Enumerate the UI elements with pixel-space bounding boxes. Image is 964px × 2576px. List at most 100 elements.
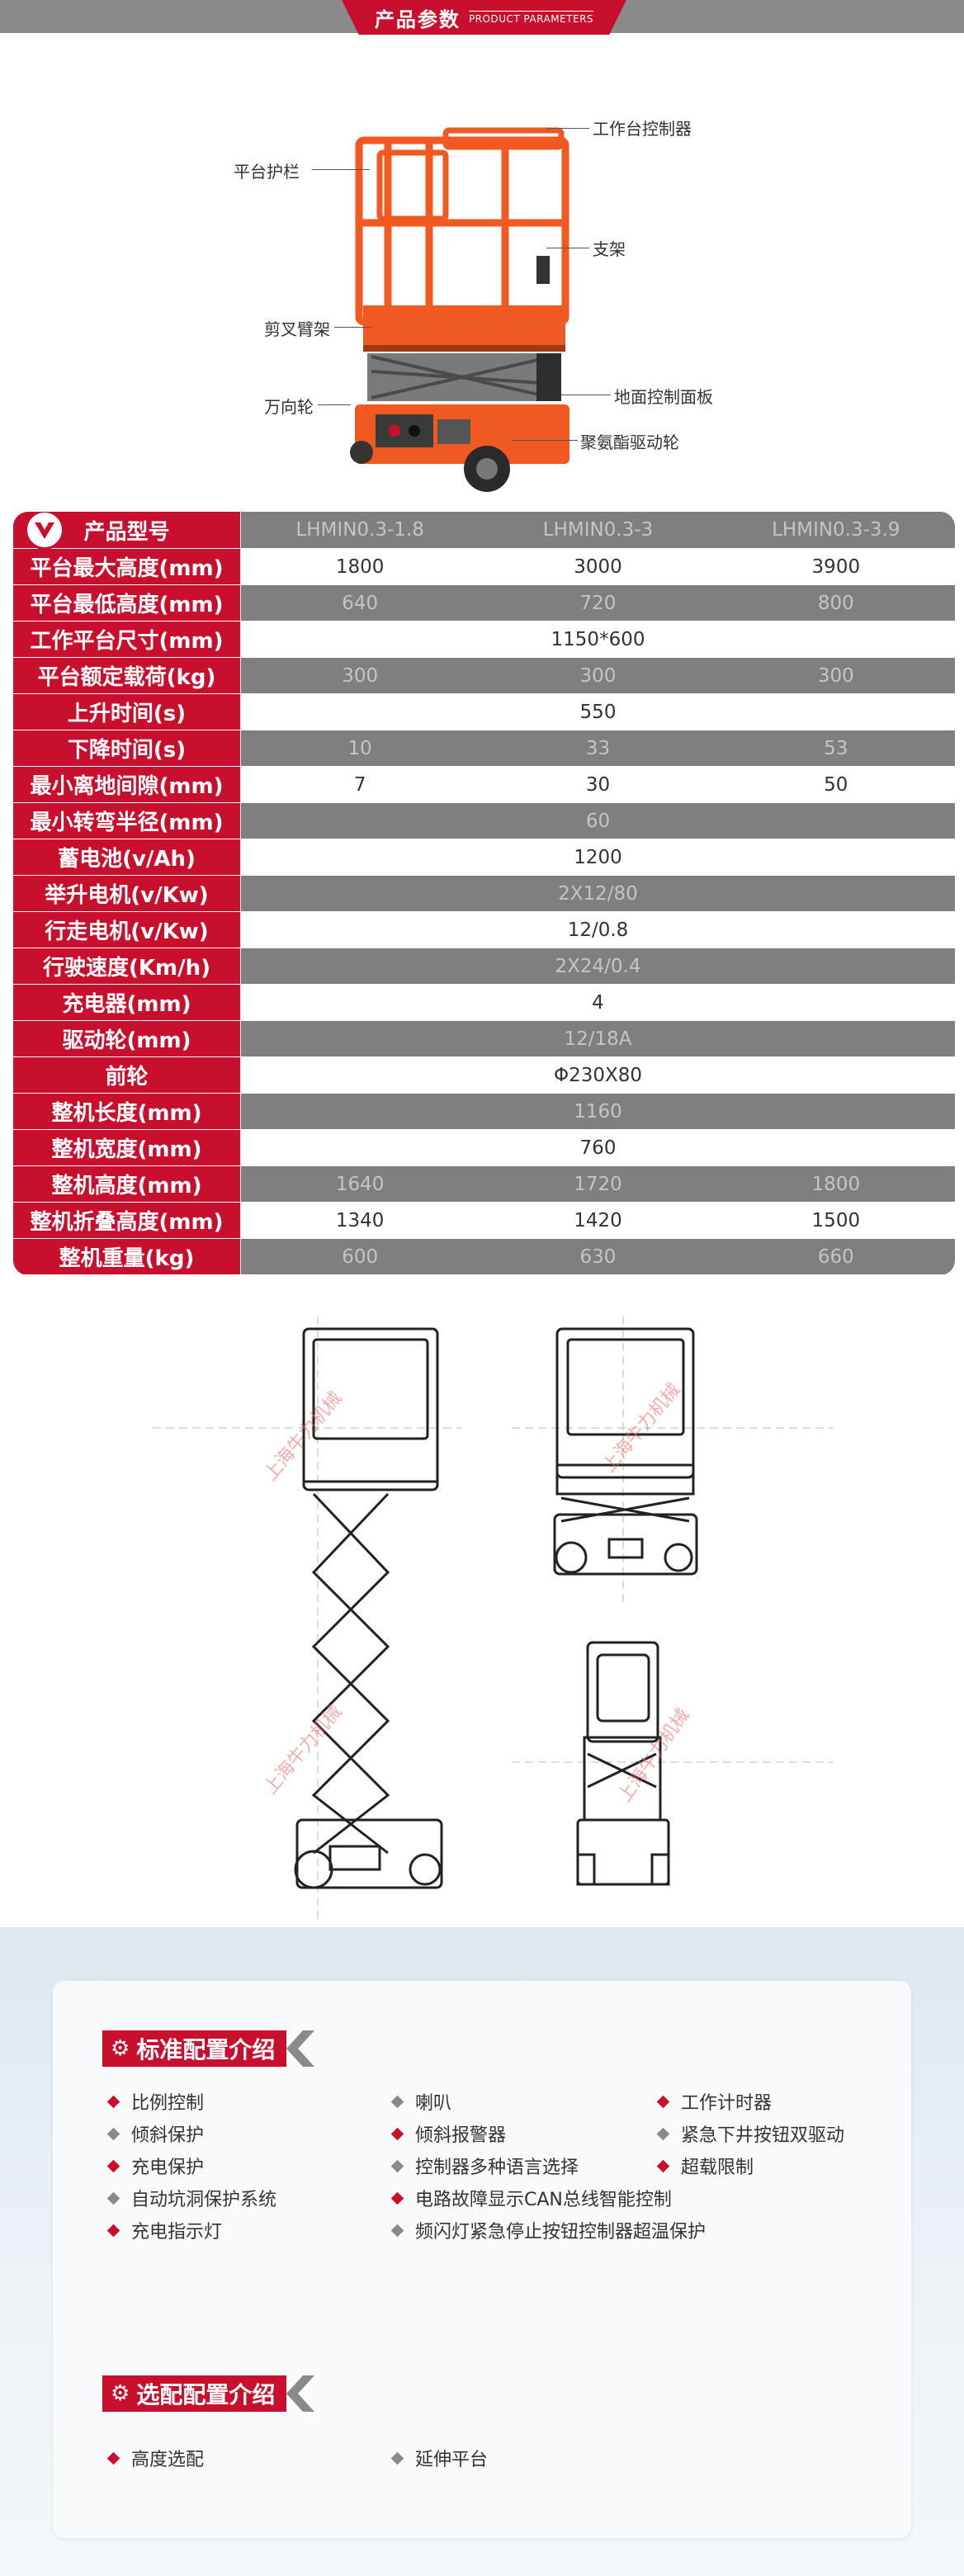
scissor-lift-illustration <box>350 127 569 492</box>
spec-row: 上升时间(s)550 <box>13 693 955 730</box>
diamond-bullet-icon <box>656 2095 670 2108</box>
feature-item: 高度选配 <box>106 2445 204 2471</box>
spec-cell: 1800 <box>335 555 385 578</box>
optional-config-header: ⚙ 选配配置介绍 <box>102 2375 315 2412</box>
leader-scissor-arm <box>334 327 371 328</box>
spec-cell: 1340 <box>335 1209 385 1231</box>
feature-item: 延伸平台 <box>390 2445 489 2471</box>
leader-controller <box>546 128 589 129</box>
spec-row-values: 1160 <box>241 1094 955 1129</box>
watermark-3: 上海牛力机械 <box>260 1702 346 1798</box>
spec-row-label: 行走电机(v/Kw) <box>13 912 241 948</box>
spec-cell: 300 <box>579 664 617 687</box>
spec-row: 行走电机(v/Kw) 12/0.8 <box>13 911 955 948</box>
spec-row-label: 工作平台尺寸(mm) <box>13 622 241 657</box>
spec-row-values: 12/0.8 <box>241 912 955 948</box>
spec-cell: 1500 <box>811 1209 861 1231</box>
technical-drawings: 上海牛力机械 上海牛力机械 上海牛力机械 上海牛力机械 <box>0 1292 964 1927</box>
spec-cell: 1720 <box>574 1173 622 1195</box>
section-title: 产品参数 <box>374 7 461 31</box>
feature-item: 电路故障显示CAN总线智能控制 <box>390 2185 672 2211</box>
spec-cell: 1160 <box>574 1100 622 1123</box>
spec-row-label: 驱动轮(mm) <box>13 1021 241 1056</box>
standard-config-title: 标准配置介绍 <box>136 2036 276 2063</box>
gear-list-icon: ⚙ <box>111 2036 130 2061</box>
spec-cell: 33 <box>585 737 611 759</box>
feature-text: 工作计时器 <box>681 2093 773 2114</box>
diamond-bullet-icon <box>106 2451 120 2465</box>
spec-row-label: 整机宽度(mm) <box>13 1130 241 1165</box>
spec-cell: 720 <box>579 592 617 614</box>
spec-cell: 760 <box>579 1137 617 1159</box>
feature-text: 喇叭 <box>415 2093 452 2114</box>
feature-item: 自动坑洞保护系统 <box>106 2185 276 2211</box>
spec-row: 整机宽度(mm) 760 <box>13 1129 955 1165</box>
feature-text: 延伸平台 <box>415 2450 489 2470</box>
spec-row-label: 举升电机(v/Kw) <box>13 876 241 911</box>
spec-cell: 550 <box>579 701 617 723</box>
spec-row-label: 整机重量(kg) <box>13 1239 241 1274</box>
feature-item: 充电指示灯 <box>106 2217 222 2243</box>
feature-item: 比例控制 <box>106 2088 205 2115</box>
spec-cell: 2X12/80 <box>558 882 638 905</box>
spec-row: 举升电机(v/Kw) 2X12/80 <box>13 875 955 911</box>
spec-row-values: Φ230X80 <box>241 1057 955 1093</box>
feature-item: 倾斜报警器 <box>390 2120 507 2147</box>
diamond-bullet-icon <box>390 2095 404 2108</box>
label-scissor-arm: 剪叉臂架 <box>264 319 330 339</box>
label-bracket: 支架 <box>593 239 626 259</box>
spec-row: 行驶速度(Km/h)2X24/0.4 <box>13 948 955 984</box>
spec-row-values: 12/18A <box>241 1021 955 1056</box>
label-pu-wheel: 聚氨酯驱动轮 <box>580 432 679 452</box>
diamond-bullet-icon <box>106 2159 120 2172</box>
spec-cell: 630 <box>579 1245 617 1268</box>
diamond-bullet-icon <box>390 2451 404 2465</box>
chevron-left-icon <box>286 2375 315 2412</box>
spec-cell: 3000 <box>574 555 622 578</box>
section-header-badge: 产品参数 PRODUCT PARAMETERS <box>342 0 626 35</box>
diamond-bullet-icon <box>106 2224 120 2237</box>
leader-pu-wheel <box>512 440 578 441</box>
spec-row-values: 760 <box>241 1130 955 1165</box>
spec-cell: LHMIN0.3-3 <box>542 519 654 541</box>
feature-text: 比例控制 <box>131 2093 205 2114</box>
spec-row-values: 1150*600 <box>241 622 955 657</box>
spec-cell: 1200 <box>574 846 622 868</box>
spec-cell: 800 <box>817 592 854 614</box>
feature-item: 控制器多种语言选择 <box>390 2153 579 2179</box>
spec-cell: 12/18A <box>564 1028 632 1050</box>
spec-row-values: 2X12/80 <box>241 876 955 911</box>
spec-row-label: 整机长度(mm) <box>13 1094 241 1129</box>
label-guardrail: 平台护栏 <box>234 162 300 182</box>
spec-cell: 30 <box>585 773 611 796</box>
spec-row-label: 平台最大高度(mm) <box>13 549 241 584</box>
diamond-bullet-icon <box>106 2191 120 2205</box>
spec-row-label: 行驶速度(Km/h) <box>13 948 241 984</box>
feature-text: 频闪灯紧急停止按钮控制器超温保护 <box>415 2222 706 2243</box>
spec-row: 整机长度(mm) 1160 <box>13 1093 955 1129</box>
spec-cell: 7 <box>353 773 366 796</box>
spec-cell: 10 <box>347 737 372 759</box>
spec-cell: 660 <box>817 1245 854 1268</box>
diamond-bullet-icon <box>390 2191 404 2205</box>
feature-text: 电路故障显示CAN总线智能控制 <box>415 2190 672 2210</box>
feature-text: 倾斜报警器 <box>415 2125 507 2146</box>
spec-cell: 300 <box>817 664 854 687</box>
spec-cell: 4 <box>592 991 604 1014</box>
spec-row-label: 平台额定载荷(kg) <box>13 658 241 693</box>
spec-cell: 640 <box>342 592 379 614</box>
feature-text: 超载限制 <box>681 2158 754 2178</box>
spec-cell: 1640 <box>335 1173 385 1195</box>
spec-cell: 12/0.8 <box>567 919 629 941</box>
